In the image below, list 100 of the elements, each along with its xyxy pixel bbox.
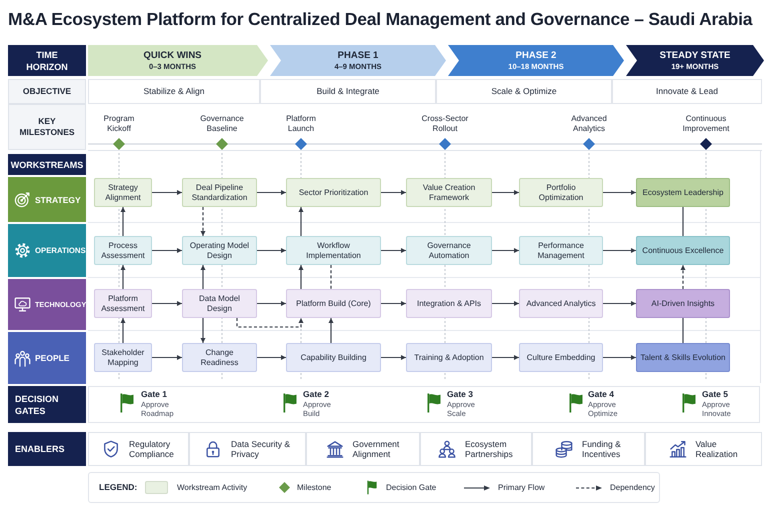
flow-arrow xyxy=(492,190,519,195)
milestone-diamond xyxy=(295,138,307,150)
workstream-band xyxy=(8,332,86,384)
activity-box: Data Model Design xyxy=(182,289,257,318)
objective-cell: Stabilize & Align xyxy=(88,79,260,104)
milestone-label: Governance Baseline xyxy=(200,114,244,133)
dependency-arrow xyxy=(236,318,304,328)
milestone-diamond xyxy=(113,138,125,150)
flow-arrow xyxy=(603,190,636,195)
legend-label: Dependency xyxy=(610,482,655,492)
milestone-diamond xyxy=(216,138,228,150)
enabler-label: Data Security & Privacy xyxy=(231,438,291,460)
dependency-arrow xyxy=(200,207,206,236)
flow-arrow xyxy=(152,355,182,360)
enabler-cell xyxy=(88,432,189,466)
workstream-name: STRATEGY xyxy=(35,194,81,204)
flow-arrow xyxy=(257,248,286,253)
activity-box: Platform Build (Core) xyxy=(286,289,381,318)
flow-arrow xyxy=(152,301,182,306)
objective-cell: Scale & Optimize xyxy=(436,79,612,104)
flow-arrow xyxy=(381,301,406,306)
activity-box: Operating Model Design xyxy=(182,236,257,265)
gate-name: Gate 2 xyxy=(303,389,329,399)
phase-name: STEADY STATE xyxy=(660,50,730,62)
activity-box: Culture Embedding xyxy=(519,343,603,372)
workstream-name: PEOPLE xyxy=(35,353,70,363)
legend-heading: LEGEND: xyxy=(99,482,138,492)
flow-arrow xyxy=(298,265,304,289)
milestone-label: Platform Launch xyxy=(286,114,316,133)
activity-box: Ecosystem Leadership xyxy=(636,178,730,207)
activity-box: Training & Adoption xyxy=(406,343,492,372)
gate-name: Gate 5 xyxy=(702,389,728,399)
gate-name: Gate 3 xyxy=(447,389,473,399)
phase-name: QUICK WINS xyxy=(143,50,202,62)
connector-line xyxy=(682,318,684,343)
row-header: OBJECTIVE xyxy=(8,79,86,104)
dashed-connector-line xyxy=(330,265,332,289)
milestone-label: Advanced Analytics xyxy=(570,114,608,133)
flow-arrow xyxy=(257,301,286,306)
activity-box: Change Readiness xyxy=(182,343,257,372)
flow-arrow xyxy=(298,207,304,236)
flow-arrow xyxy=(492,301,519,306)
activity-box: Continuous Excellence xyxy=(636,236,730,265)
flow-arrow xyxy=(152,190,182,195)
flow-arrow xyxy=(328,318,334,343)
row-header: ENABLERS xyxy=(8,432,86,466)
flow-arrow xyxy=(120,265,126,289)
milestone-diamond xyxy=(700,138,712,150)
workstream-band xyxy=(8,177,86,222)
flow-arrow xyxy=(381,248,406,253)
flow-arrow xyxy=(603,301,636,306)
objective-cell: Build & Integrate xyxy=(260,79,436,104)
row-header: DECISION GATES xyxy=(8,386,86,423)
row-header: KEY MILESTONES xyxy=(8,104,86,150)
activity-box: Performance Management xyxy=(519,236,603,265)
milestone-label: Program Kickoff xyxy=(103,114,135,133)
activity-box: Strategy Alignment xyxy=(94,178,152,207)
gate-name: Gate 4 xyxy=(588,389,614,399)
flow-arrow xyxy=(381,355,406,360)
enabler-cell xyxy=(420,432,532,466)
flow-arrow xyxy=(120,207,126,236)
gate-name: Gate 1 xyxy=(141,389,167,399)
flow-arrow xyxy=(152,248,182,253)
enabler-label: Value Realization xyxy=(696,438,738,460)
phase-name: PHASE 1 xyxy=(338,50,378,62)
workstream-band xyxy=(8,224,86,277)
legend-label: Workstream Activity xyxy=(177,482,248,492)
enabler-label: Government Alignment xyxy=(352,438,400,460)
milestone-diamond xyxy=(583,138,595,150)
phase-banner xyxy=(88,45,268,76)
dependency-arrow xyxy=(680,265,686,289)
flow-arrow xyxy=(257,190,286,195)
activity-box: AI-Driven Insights xyxy=(636,289,730,318)
milestone-label: Continuous Improvement xyxy=(682,114,730,133)
diagram-title: M&A Ecosystem Platform for Centralized Deal Management and Governance – Saudi Arabia xyxy=(8,8,752,31)
activity-box: Sector Prioritization xyxy=(286,178,381,207)
flow-arrow xyxy=(492,248,519,253)
enabler-cell xyxy=(532,432,645,466)
phase-name: PHASE 2 xyxy=(516,50,556,62)
flow-arrow xyxy=(603,355,636,360)
flow-arrow xyxy=(257,355,286,360)
row-header: WORKSTREAMS xyxy=(8,154,86,175)
activity-box: Platform Assessment xyxy=(94,289,152,318)
activity-box: Talent & Skills Evolution xyxy=(636,343,730,372)
milestone-label: Cross-Sector Rollout xyxy=(421,114,469,133)
activity-box: Deal Pipeline Standardization xyxy=(182,178,257,207)
enabler-cell xyxy=(306,432,420,466)
flow-arrow xyxy=(200,265,206,289)
activity-box: Workflow Implementation xyxy=(286,236,381,265)
enabler-label: Funding & Incentives xyxy=(582,438,622,460)
flow-arrow xyxy=(120,318,126,343)
legend-label: Primary Flow xyxy=(498,482,545,492)
connector-line xyxy=(682,207,684,236)
activity-box: Capability Building xyxy=(286,343,381,372)
enabler-label: Regulatory Compliance xyxy=(129,438,175,460)
flow-arrow xyxy=(603,248,636,253)
activity-box: Value Creation Framework xyxy=(406,178,492,207)
flow-arrow xyxy=(200,318,206,343)
activity-box: Process Assessment xyxy=(94,236,152,265)
flow-arrow xyxy=(381,190,406,195)
